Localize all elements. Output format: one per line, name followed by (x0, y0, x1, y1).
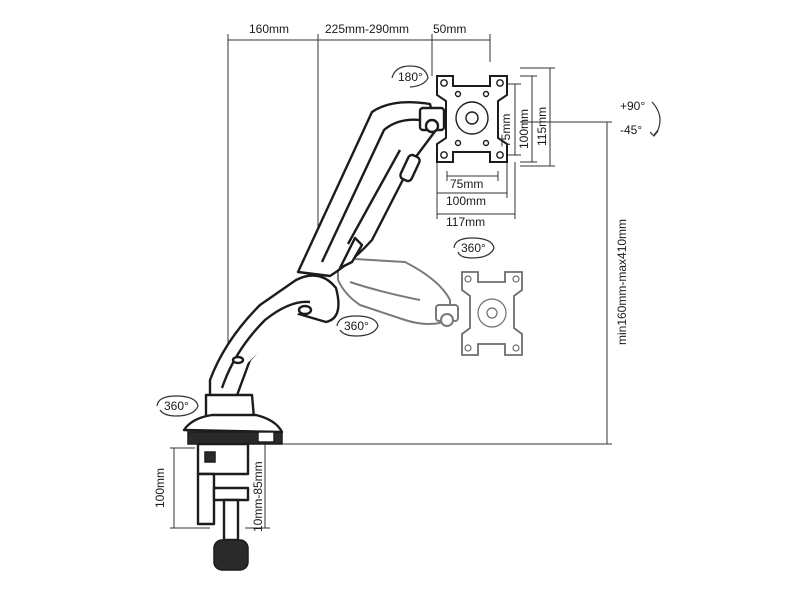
label-plate-width: 117mm (446, 215, 485, 229)
label-head-rotation: 180° (398, 70, 423, 84)
label-top-span: 225mm-290mm (325, 22, 409, 36)
rotate-360-head-icon (453, 237, 495, 259)
label-vesa-h-outer: 100mm (446, 194, 486, 208)
label-elbow-swivel: 360° (344, 319, 369, 333)
dimension-labels: 160mm 225mm-290mm 50mm 75mm 100mm 117mm … (153, 22, 629, 532)
tilt-icon (651, 101, 661, 136)
label-top-reach: 160mm (249, 22, 289, 36)
label-plate-height: 115mm (535, 107, 549, 146)
rotate-360-base-icon (156, 395, 199, 417)
label-clamp-height: 100mm (153, 468, 167, 508)
rotate-360-elbow-icon (336, 315, 379, 337)
arm-raised-position (182, 101, 446, 571)
rotation-labels: 180° +90° -45° 360° 360° 360° (164, 70, 645, 413)
label-vesa-v-outer: 100mm (517, 109, 531, 149)
label-lower-head-swivel: 360° (461, 241, 486, 255)
label-top-offset: 50mm (433, 22, 466, 36)
label-height-range: min160mm-max410mm (615, 219, 629, 345)
dimension-lines (170, 34, 612, 529)
label-vesa-h-inner: 75mm (450, 177, 483, 191)
label-tilt-up: +90° (620, 99, 645, 113)
label-desk-thickness: 10mm-85mm (251, 461, 265, 532)
vesa-head-plate (436, 75, 508, 163)
rotation-arrows (156, 65, 661, 417)
label-base-swivel: 360° (164, 399, 189, 413)
label-vesa-v-inner: 75mm (499, 114, 513, 147)
label-tilt-down: -45° (620, 123, 642, 137)
arm-lower-position (337, 257, 523, 356)
rotate-180-icon (391, 65, 429, 88)
